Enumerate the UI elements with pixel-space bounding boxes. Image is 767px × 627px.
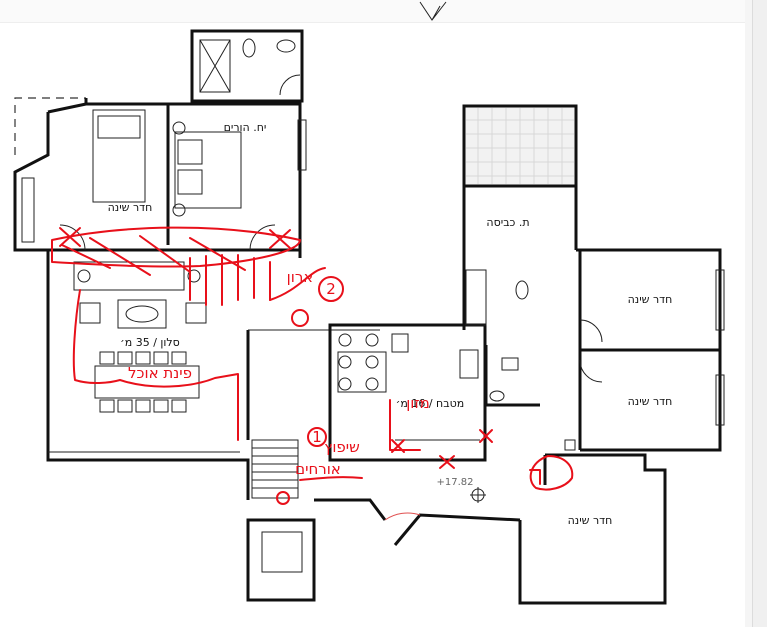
markup-kitchen-bracket (389, 399, 421, 451)
markup-marker-1-circle (307, 427, 327, 447)
room-label-laundry: ת. כביסה (486, 216, 529, 229)
markup-underline (299, 476, 363, 481)
living-room-outer-wall (46, 250, 250, 500)
bathtub (465, 269, 487, 326)
stair-steps (252, 447, 298, 489)
markup-door-mark (529, 469, 541, 485)
right-bedroom-door-1 (579, 319, 603, 343)
laundry-wall (462, 184, 578, 330)
markup-x-left (59, 227, 81, 247)
dining-chairs (99, 351, 187, 413)
markup-note-entry-1: שיפוץ (324, 438, 360, 456)
master-window (297, 119, 307, 171)
left-window (21, 177, 35, 243)
markup-closet-note: ארון (287, 268, 314, 286)
bed-left (92, 109, 146, 203)
markup-small-circle (291, 309, 309, 327)
entry-lobby-wall (393, 513, 521, 546)
markup-vertical-hatch (189, 254, 271, 306)
armchair-left (79, 302, 101, 324)
right-window-2 (715, 374, 725, 426)
markup-note-kitchen: מזון (406, 394, 430, 412)
right-bedroom-door-2 (579, 359, 603, 383)
tile-grid (466, 108, 574, 184)
elevator-car (261, 531, 303, 573)
markup-x-master (269, 229, 291, 249)
previous-page-fragment (419, 1, 447, 21)
lamp-left (77, 269, 91, 283)
markup-dining-outline (72, 289, 239, 441)
markup-marker-2: 2 (326, 280, 336, 298)
bed-master-pillow-1 (177, 139, 203, 165)
sink-icon (276, 39, 296, 53)
master-bedroom-outer-wall (84, 98, 302, 258)
red-markup: 2 ארון פינת אוכל מזון 1 שיפוץ אורחים (51, 226, 574, 505)
room-label-bedroom-left: חדר שינה (108, 201, 153, 214)
right-window-1 (715, 269, 725, 331)
entry-door-swing (384, 512, 421, 521)
nightstand-lamp-top (172, 121, 186, 135)
bar-stools (338, 333, 379, 391)
nightstand-lamp-bottom (172, 203, 186, 217)
markup-x-kitchen-1 (391, 439, 405, 453)
coffee-table (117, 299, 167, 329)
room-label-kitchen: מטבח / 16 מ׳ (396, 397, 464, 410)
markup-note-entry-2: אורחים (295, 460, 341, 478)
bed-master-pillow-2 (177, 169, 203, 195)
markup-x-kitchen-3 (479, 429, 493, 443)
toilet-icon (242, 38, 256, 58)
markup-closet-bracket (269, 267, 326, 301)
markup-x-kitchen-2 (439, 455, 455, 469)
room-label-bedroom-bottom: חדר שינה (568, 514, 613, 527)
bathroom-door-swing (279, 74, 301, 96)
left-bedroom-top-wall (47, 102, 87, 114)
elevator-shaft (246, 518, 316, 602)
shower (199, 39, 231, 93)
utility-wall (484, 345, 540, 407)
left-bedroom-door-swing (59, 224, 86, 251)
floor-plan-sheet: חדר שינה יח. הורים (0, 0, 745, 605)
bottom-bedroom-wall (518, 453, 667, 605)
entry-wall (314, 498, 387, 521)
left-bedroom-outer-wall (13, 112, 50, 252)
floor-plan-drawing: חדר שינה יח. הורים (13, 1, 725, 605)
laundry-toilet-icon (515, 280, 529, 300)
markup-bedroom-wall-hatch (51, 226, 301, 268)
room-label-master-bedroom: יח. הורים (224, 121, 267, 134)
bed-master (174, 131, 242, 209)
balcony-outline (14, 97, 86, 155)
room-label-bedroom-right-2: חדר שינה (628, 395, 673, 408)
room-label-living-room: סלון / 35 מ׳ (120, 336, 180, 349)
stove-icon (391, 333, 409, 353)
staircase (251, 439, 299, 499)
vertical-scrollbar[interactable] (752, 0, 767, 627)
coffee-table-inner (125, 305, 159, 323)
armchair-right (185, 302, 207, 324)
markup-marker-2-circle (318, 276, 344, 302)
previous-page-edge (0, 0, 745, 23)
markup-hatch-strokes (61, 235, 246, 276)
markup-door-circle (529, 455, 574, 491)
utility-toilet-icon (489, 390, 505, 402)
elevation-crosshair (470, 487, 486, 503)
bed-left-pillow (97, 115, 141, 139)
markup-note-dining: פינת אוכל (128, 364, 192, 382)
closet-fixture (564, 439, 576, 451)
top-bathroom-wall (190, 29, 304, 103)
markup-marker-1: 1 (312, 428, 322, 446)
kitchen-sink (459, 349, 479, 379)
elevation-label: +17.82 (436, 477, 473, 488)
room-label-bedroom-right-1: חדר שינה (628, 293, 673, 306)
markup-stair-circle (276, 491, 290, 505)
kitchen-island (337, 351, 387, 393)
shower-cross (199, 39, 231, 93)
laundry-sink (501, 357, 519, 371)
lamp-right (187, 269, 201, 283)
